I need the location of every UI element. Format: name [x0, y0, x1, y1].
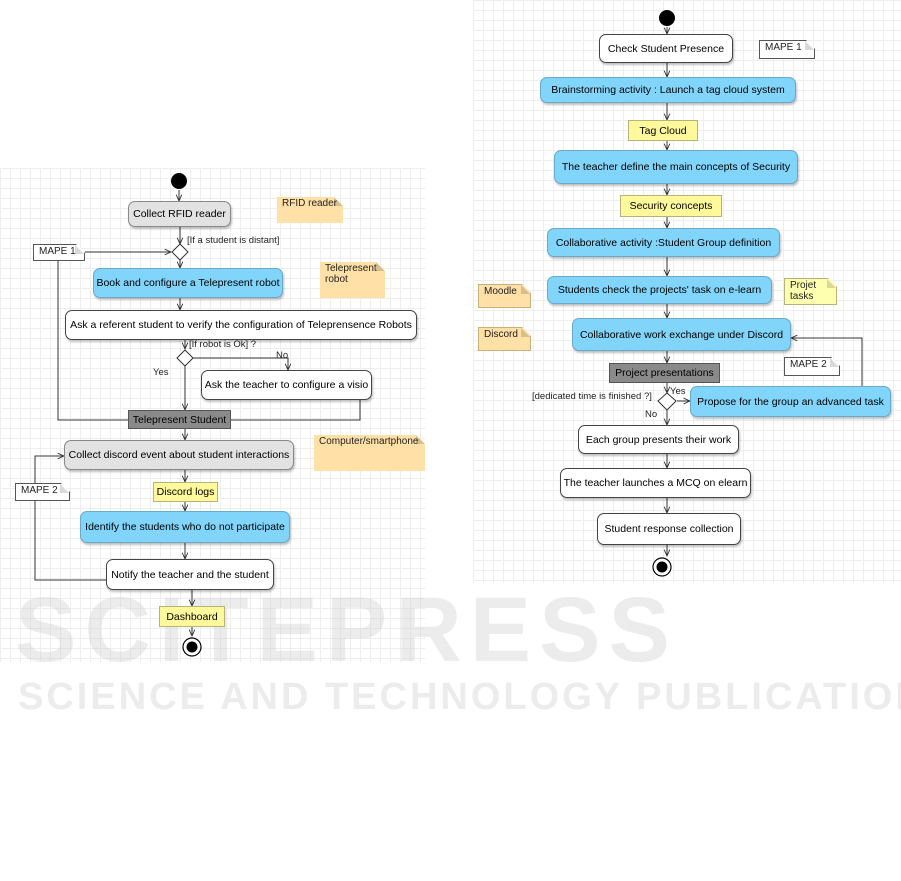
note-fold — [521, 285, 530, 294]
action-book-robot[interactable]: Book and configure a Telepresent robot — [93, 268, 283, 298]
note-fold — [827, 279, 836, 288]
action-brainstorming[interactable]: Brainstorming activity : Launch a tag cl… — [540, 77, 796, 103]
note-discord: Discord — [478, 327, 531, 351]
note-fold — [805, 41, 814, 50]
action-collab-discord[interactable]: Collaborative work exchange under Discor… — [572, 318, 791, 351]
object-security-concepts[interactable]: Security concepts — [620, 195, 722, 217]
note-fold — [60, 484, 69, 493]
edge — [57, 252, 128, 421]
note-mape2-left: MAPE 2 — [15, 483, 70, 501]
start-node — [171, 173, 187, 189]
note-text: Moodle — [484, 286, 517, 297]
action-teacher-mcq[interactable]: The teacher launches a MCQ on elearn — [560, 468, 751, 498]
label-yes-right: Yes — [670, 386, 686, 397]
action-teacher-define[interactable]: The teacher define the main concepts of … — [554, 150, 798, 184]
action-propose-task[interactable]: Propose for the group an advanced task — [690, 386, 891, 417]
action-response-collection[interactable]: Student response collection — [597, 513, 741, 545]
guard-distant: [If a student is distant] — [187, 235, 280, 246]
note-text: RFID reader — [282, 198, 338, 209]
start-node — [659, 10, 675, 26]
note-text: Telepresent — [325, 263, 377, 274]
guard-time: [dedicated time is finished ?] — [532, 391, 652, 402]
note-fold — [376, 262, 385, 271]
note-text: Computer/smartphone — [319, 436, 419, 447]
edge — [791, 338, 863, 390]
edge — [34, 456, 106, 581]
decision-time — [657, 392, 677, 411]
note-mape2-right: MAPE 2 — [784, 357, 840, 376]
note-text: Projet — [790, 280, 817, 291]
note-fold — [830, 358, 839, 367]
note-fold — [75, 245, 84, 254]
note-fold — [521, 328, 530, 337]
join-telepresent-student[interactable]: Telepresent Student — [128, 410, 231, 429]
note-text: Discord — [484, 329, 518, 340]
label-yes: Yes — [153, 367, 169, 378]
object-discord-logs[interactable]: Discord logs — [153, 482, 218, 502]
note-text: MAPE 1 — [39, 246, 76, 257]
action-check-projects[interactable]: Students check the projects' task on e-l… — [547, 276, 772, 304]
object-tag-cloud[interactable]: Tag Cloud — [628, 120, 698, 141]
action-groups-present[interactable]: Each group presents their work — [578, 425, 739, 454]
object-dashboard[interactable]: Dashboard — [159, 606, 225, 627]
note-mape1-left: MAPE 1 — [33, 244, 85, 261]
note-text: tasks — [790, 290, 814, 302]
action-notify[interactable]: Notify the teacher and the student — [106, 559, 274, 590]
note-mape1-right: MAPE 1 — [759, 40, 815, 59]
action-collect-rfid[interactable]: Collect RFID reader — [128, 201, 231, 227]
action-check-presence[interactable]: Check Student Presence — [599, 34, 733, 63]
note-fold — [334, 197, 343, 206]
note-computer-smartphone: Computer/smartphone — [314, 435, 425, 471]
note-moodle: Moodle — [478, 284, 531, 308]
action-identify-students[interactable]: Identify the students who do not partici… — [80, 511, 290, 543]
end-node-inner — [656, 561, 668, 573]
decision-distant — [171, 243, 189, 261]
note-text: MAPE 2 — [790, 359, 827, 370]
note-rfid-reader: RFID reader — [277, 197, 343, 223]
join-project-presentations[interactable]: Project presentations — [609, 363, 720, 383]
action-collect-discord[interactable]: Collect discord event about student inte… — [64, 440, 294, 470]
note-fold — [416, 435, 425, 444]
decision-robot-ok — [176, 349, 194, 367]
action-ask-referent[interactable]: Ask a referent student to verify the con… — [65, 310, 417, 340]
action-ask-teacher-visio[interactable]: Ask the teacher to configure a visio — [201, 370, 372, 400]
label-no: No — [276, 350, 289, 361]
guard-robot-ok: [If robot is Ok] ? — [189, 339, 257, 350]
action-collab-group[interactable]: Collaborative activity :Student Group de… — [547, 228, 780, 257]
note-text: robot — [325, 273, 348, 285]
note-text: MAPE 2 — [21, 485, 58, 496]
edge — [231, 400, 361, 421]
end-node-inner — [186, 641, 198, 653]
edge — [193, 357, 288, 370]
note-text: MAPE 1 — [765, 42, 802, 53]
label-no-right: No — [645, 409, 658, 420]
